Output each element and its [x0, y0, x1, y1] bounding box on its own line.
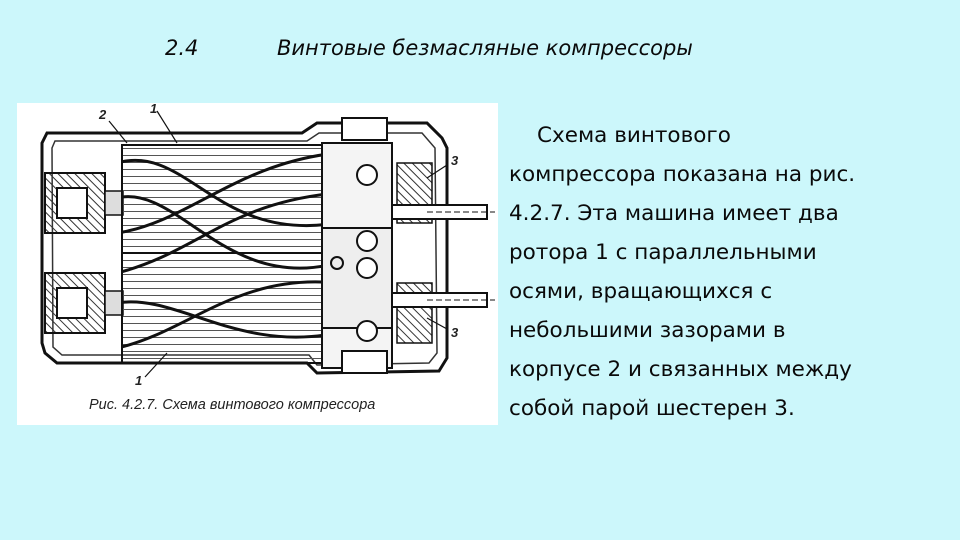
section-number: 2.4 [165, 36, 199, 60]
body-line: 4.2.7. Эта машина имеет два [509, 201, 839, 226]
callout-label: 2 [99, 107, 107, 122]
body-line: небольшими зазорами в [509, 318, 786, 343]
body-paragraph: Схема винтового компрессора показана на … [509, 116, 949, 428]
body-line: ротора 1 с параллельными [509, 240, 817, 265]
callout-label: 3 [451, 153, 459, 168]
body-line: собой парой шестерен 3. [509, 396, 795, 421]
slide-title: Винтовые безмасляные компрессоры [277, 36, 693, 60]
compressor-diagram: 2 1 3 3 1 Рис. 4.2.7. Схема винтового ко… [17, 101, 498, 425]
figure-caption: Рис. 4.2.7. Схема винтового компрессора [89, 397, 376, 413]
body-line: компрессора показана на рис. [509, 162, 856, 187]
compressor-drawing [40, 110, 495, 378]
body-line: корпусе 2 и связанных между [509, 357, 852, 382]
body-line: Схема винтового [537, 123, 731, 148]
callout-label: 1 [150, 101, 158, 116]
callout-label: 1 [135, 373, 143, 388]
callout-label: 3 [451, 325, 459, 340]
body-line: осями, вращающихся с [509, 279, 773, 304]
